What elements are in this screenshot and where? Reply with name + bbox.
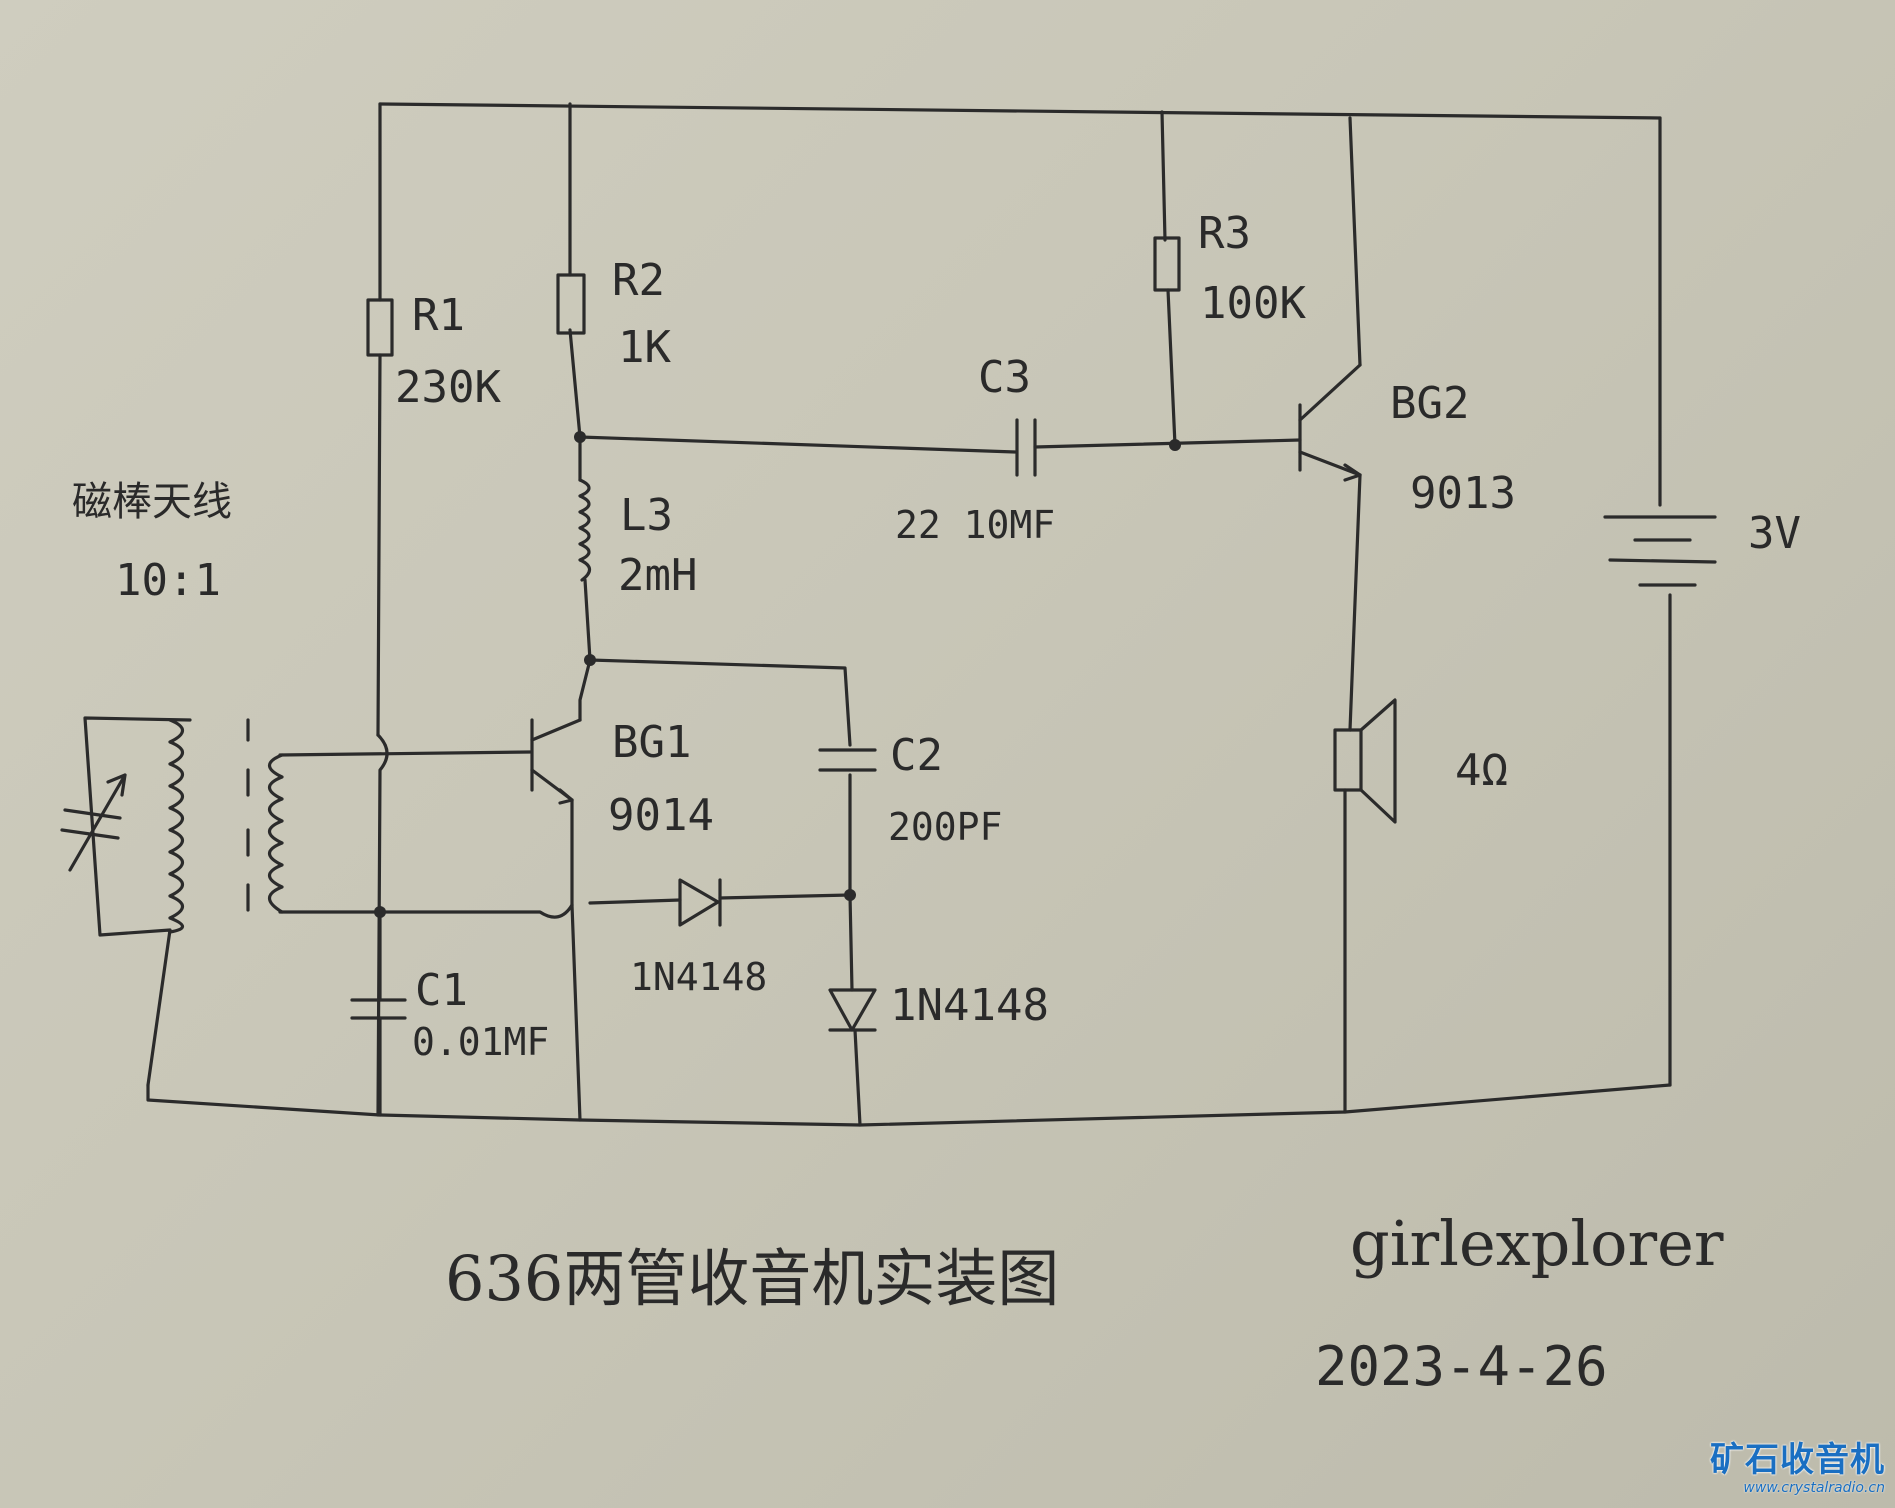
bg2-transistor xyxy=(1298,363,1362,482)
l3-name: L3 xyxy=(620,490,673,541)
d1-value: 1N4148 xyxy=(630,955,767,999)
r3-top-wire xyxy=(1160,110,1167,242)
r1-value: 230K xyxy=(395,362,501,413)
antenna-label: 磁棒天线 xyxy=(72,479,232,525)
r2-resistor xyxy=(556,273,586,335)
bottom-rail-wire xyxy=(146,1083,1672,1127)
bg2-value: 9013 xyxy=(1410,468,1516,519)
l3-bottom-wire xyxy=(583,578,592,662)
c2-value: 200PF xyxy=(888,805,1002,849)
r1-bottom-wire xyxy=(376,353,382,737)
c1-capacitor xyxy=(350,998,407,1117)
r3-resistor xyxy=(1153,236,1181,292)
r1-resistor xyxy=(366,298,394,357)
c3-left-wire xyxy=(578,435,1017,454)
l3-inductor xyxy=(578,478,592,582)
bg1-name: BG1 xyxy=(612,717,691,768)
bg2-collector-wire xyxy=(1348,116,1362,367)
junction-r2-l3 xyxy=(574,431,586,443)
r3-value: 100K xyxy=(1200,278,1306,329)
junction-c1 xyxy=(374,906,386,918)
antenna-ratio: 10:1 xyxy=(115,555,221,606)
c1-value: 0.01MF xyxy=(412,1020,549,1064)
c2-name: C2 xyxy=(890,730,943,781)
r2-value: 1K xyxy=(618,322,671,373)
diagram-title: 636两管收音机实装图 xyxy=(445,1242,1059,1315)
r3-name: R3 xyxy=(1198,208,1251,259)
bg1-base-wire xyxy=(278,750,532,757)
c3-name: C3 xyxy=(978,352,1031,403)
bg1-emitter-wire xyxy=(570,798,582,1122)
watermark-url: www.crystalradio.cn xyxy=(1743,1480,1885,1496)
variable-capacitor xyxy=(60,773,127,872)
junction-diodes xyxy=(844,889,856,901)
junction-bg1-collector xyxy=(584,654,596,666)
top-rail-wire xyxy=(378,102,1662,120)
bg2-emitter-wire xyxy=(1348,473,1362,732)
wires xyxy=(83,102,1672,1127)
bg1-collector-wire xyxy=(578,658,592,722)
speaker-value: 4Ω xyxy=(1455,745,1508,796)
bg2-name: BG2 xyxy=(1390,378,1469,429)
d2-diode xyxy=(828,988,877,1032)
bg1-value: 9014 xyxy=(608,790,714,841)
speaker xyxy=(1333,698,1397,824)
diagram-author: girlexplorer xyxy=(1350,1207,1724,1280)
antenna-primary-coil xyxy=(168,718,185,934)
c2-top-wire xyxy=(588,658,852,747)
d2-value: 1N4148 xyxy=(890,980,1049,1031)
antenna-loop-wire xyxy=(83,716,192,1087)
l3-value: 2mH xyxy=(618,550,697,601)
watermark-logo: 矿石收音机 xyxy=(1710,1440,1885,1480)
r3-bottom-wire xyxy=(1166,288,1177,447)
r2-bottom-wire xyxy=(568,328,582,439)
d2-top-wire xyxy=(848,893,854,992)
c3-capacitor xyxy=(1015,418,1037,477)
c2-capacitor xyxy=(818,748,877,772)
c1-name: C1 xyxy=(415,965,468,1016)
d1-left-wire xyxy=(588,898,682,905)
c3-value: 22 10MF xyxy=(895,503,1055,547)
battery-3v xyxy=(1603,515,1717,587)
diagram-date: 2023-4-26 xyxy=(1315,1335,1608,1398)
r1-name: R1 xyxy=(412,290,465,341)
r2-name: R2 xyxy=(612,255,665,306)
c3-right-wire xyxy=(1033,438,1302,449)
d1-right-wire xyxy=(718,893,852,900)
coil-bottom-wire xyxy=(278,903,574,919)
watermark: 矿石收音机 www.crystalradio.cn xyxy=(1710,1440,1885,1500)
battery-value: 3V xyxy=(1748,508,1801,559)
bg1-transistor xyxy=(530,718,582,805)
d2-bottom-wire xyxy=(853,1028,862,1127)
d1-diode xyxy=(678,878,722,927)
antenna-secondary-coil xyxy=(267,753,284,914)
junctions xyxy=(374,431,1181,918)
junction-r3-bg2 xyxy=(1169,439,1181,451)
